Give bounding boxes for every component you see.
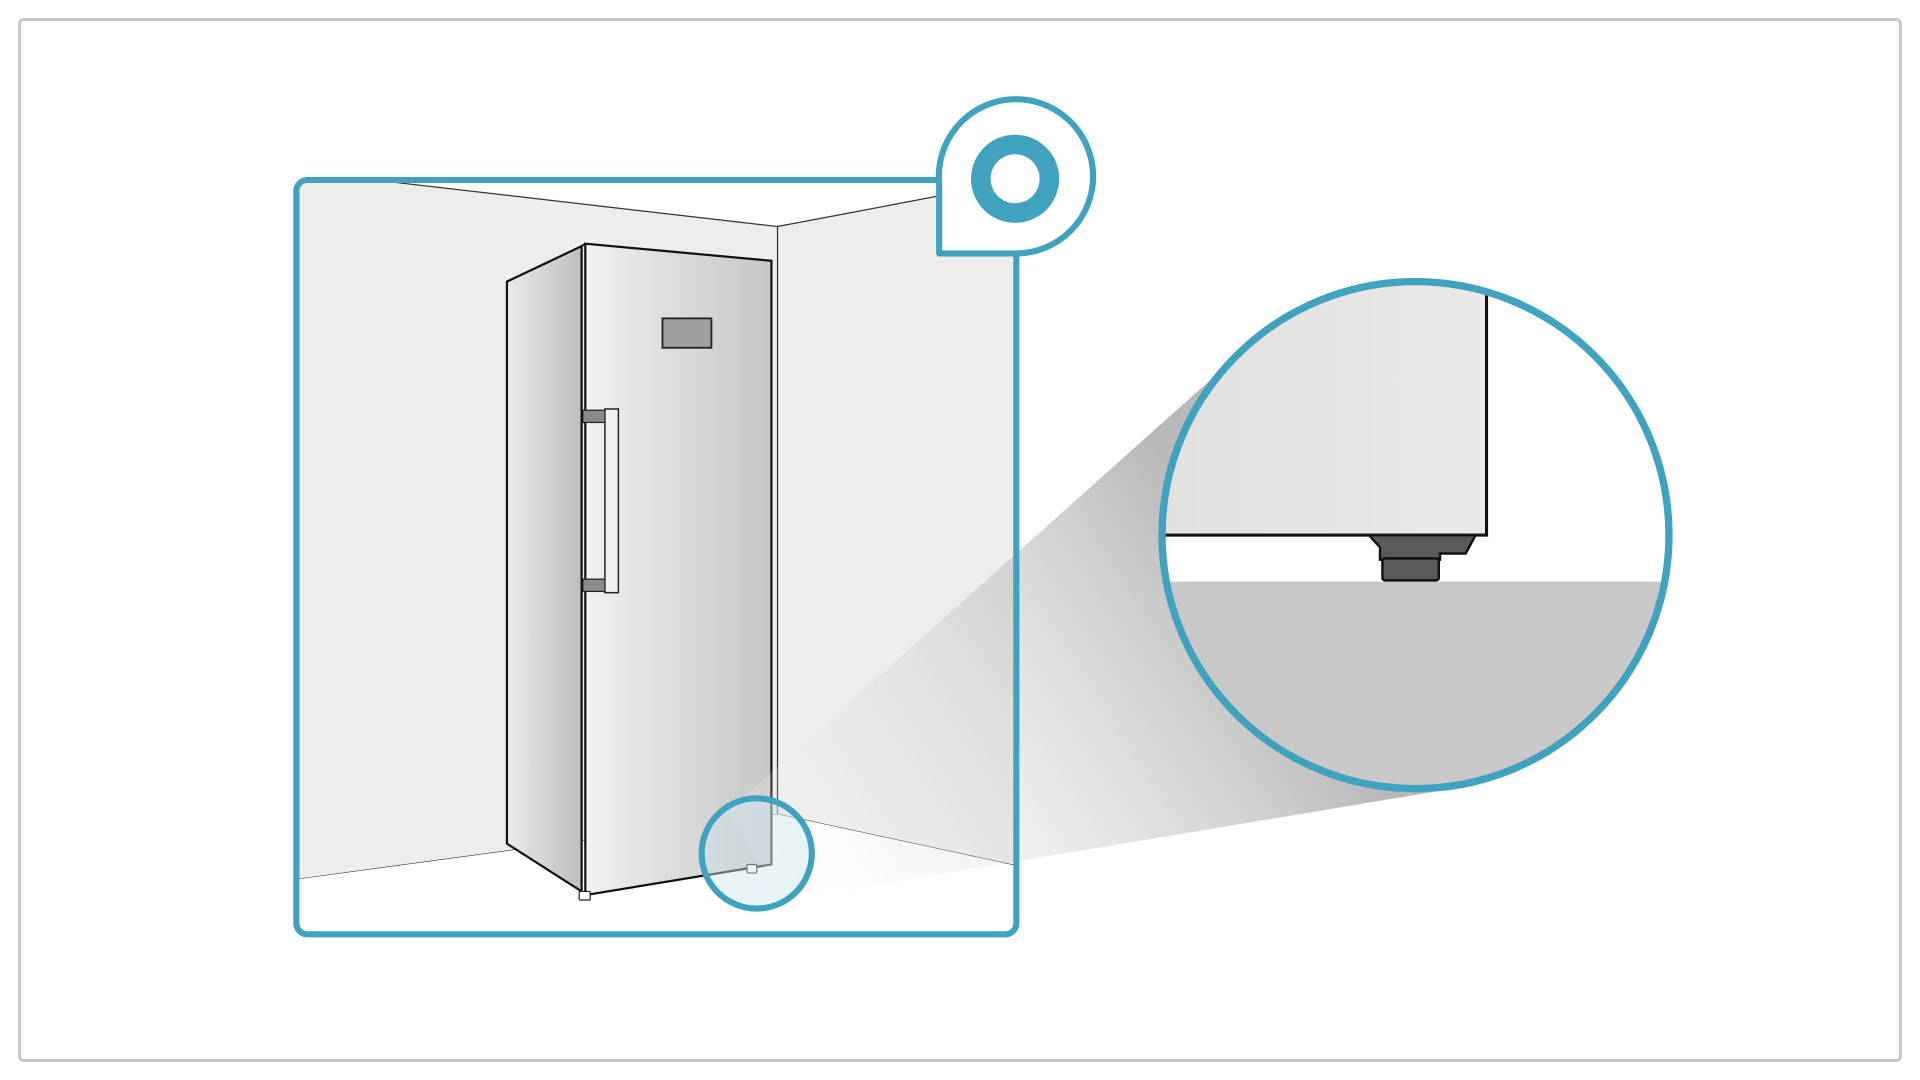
rear-foot	[746, 863, 758, 874]
control-display	[661, 317, 713, 349]
large-magnifier-circle	[1158, 277, 1673, 793]
zoom-detail	[1162, 281, 1669, 789]
levelling-foot	[1381, 557, 1440, 582]
handle-mount-bottom	[582, 578, 606, 593]
handle-mount-top	[582, 409, 606, 424]
small-magnifier-circle	[698, 795, 815, 912]
freezer-side	[505, 244, 583, 894]
levelling-foot-bracket	[1366, 533, 1478, 561]
location-marker	[935, 96, 1097, 257]
door-handle	[604, 408, 620, 594]
freezer	[505, 242, 773, 901]
scene-frame	[293, 176, 1020, 938]
front-foot	[578, 890, 591, 901]
